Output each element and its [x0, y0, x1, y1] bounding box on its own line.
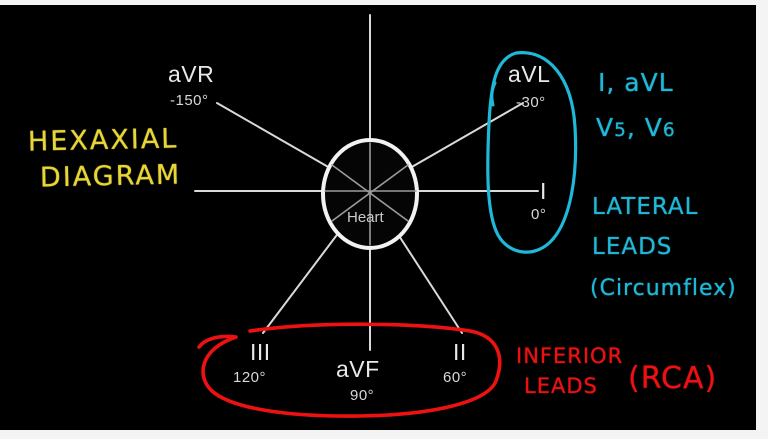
heart-label: Heart [347, 209, 384, 226]
inferior-leads-circle [197, 322, 502, 418]
lateral-leads-circle [486, 51, 578, 254]
lead-degrees-avl: -30° [516, 94, 546, 111]
page-title-line1: HEXAXIAL [27, 123, 179, 158]
lateral-lead-v5-subscript: 5 [614, 120, 627, 141]
lead-label-avl: aVL [508, 61, 551, 87]
lateral-lead-v6-prefix: , V [626, 113, 663, 142]
page-title-line2: DIAGRAM [39, 159, 182, 194]
hexaxial-diagram-graphics [194, 14, 578, 418]
lead-degrees-i: 0° [531, 206, 547, 223]
lateral-leads-list-line2: V5, V6 [596, 113, 676, 142]
lead-label-i: I [540, 178, 547, 204]
lead-label-iii: III [250, 339, 271, 365]
lateral-leads-artery: (Circumflex) [590, 276, 737, 301]
axis-lines-interior [324, 142, 417, 246]
lead-label-avf: aVF [336, 356, 380, 382]
lateral-circle-pen-tick [490, 81, 497, 107]
lead-label-ii: II [453, 339, 467, 365]
lead-label-avr: aVR [168, 61, 215, 87]
lead-degrees-avf: 90° [350, 387, 375, 404]
lateral-lead-v5-prefix: V [596, 113, 615, 142]
lead-degrees-avr: -150° [170, 92, 209, 109]
lead-degrees-ii: 60° [443, 369, 468, 386]
inferior-leads-title-line1: INFERIOR [516, 344, 624, 368]
lead-degrees-iii: 120° [233, 369, 267, 386]
inferior-leads-title-line2: LEADS [524, 374, 598, 398]
lateral-leads-title-line2: LEADS [592, 234, 673, 260]
whiteboard-canvas: HEXAXIAL DIAGRAM aVR -150° aVL -30° I 0°… [0, 5, 756, 430]
lateral-leads-list-line1: I, aVL [598, 68, 674, 97]
interior-avl-ii [331, 164, 409, 222]
lateral-leads-title-line1: LATERAL [592, 194, 699, 220]
lateral-lead-v6-subscript: 6 [662, 120, 676, 141]
inferior-leads-artery: (RCA) [628, 361, 718, 396]
